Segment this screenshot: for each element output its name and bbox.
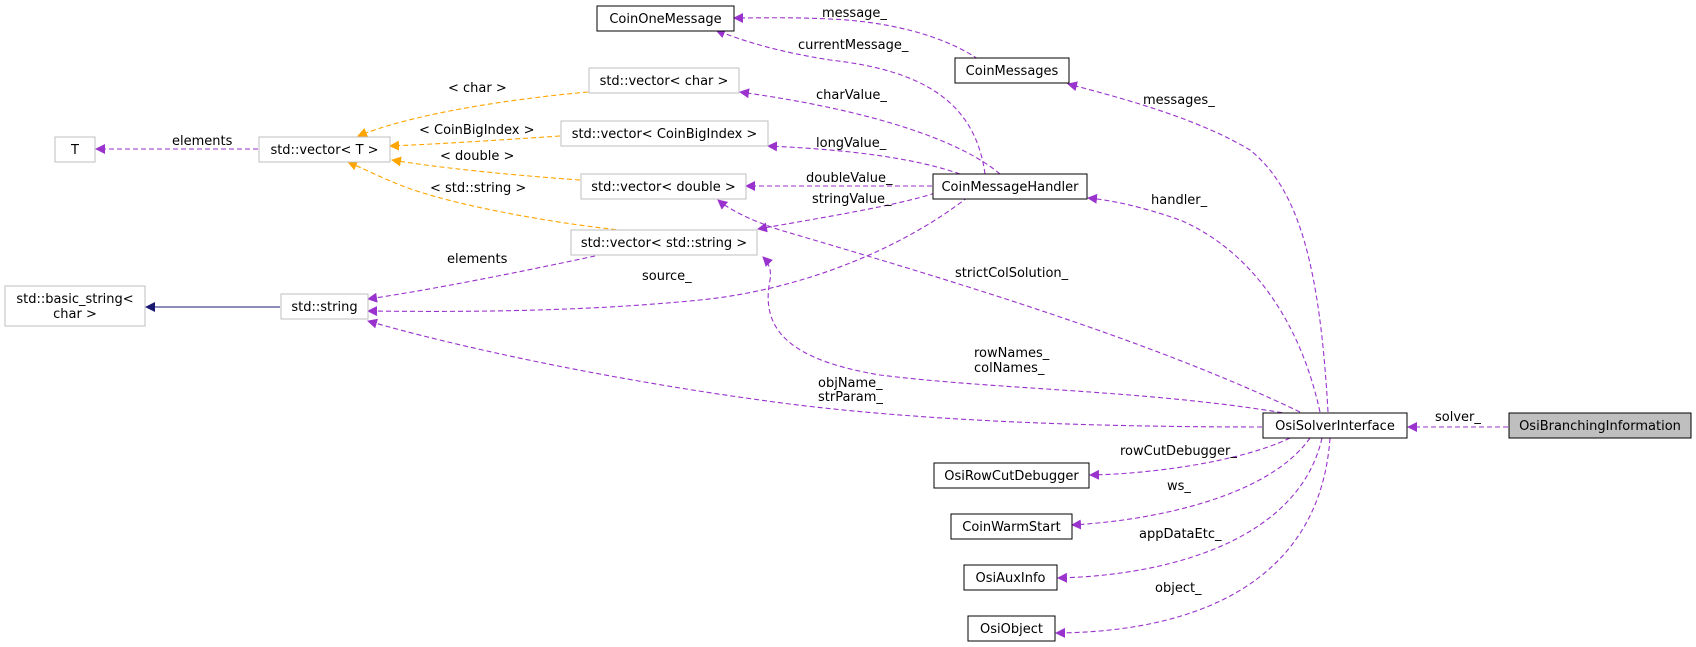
node-label-string: std::string bbox=[291, 300, 357, 315]
label-solver: solver_ bbox=[1435, 410, 1481, 425]
label-elements-T: elements bbox=[172, 134, 233, 149]
node-coinwarmstart[interactable]: CoinWarmStart bbox=[950, 513, 1073, 540]
node-osirowcutdebugger[interactable]: OsiRowCutDebugger bbox=[933, 462, 1090, 489]
node-label-vector-bigindex: std::vector< CoinBigIndex > bbox=[572, 127, 758, 142]
edge-elements-string bbox=[367, 255, 596, 303]
node-string[interactable]: std::string bbox=[280, 293, 369, 320]
label-doublevalue: doubleValue_ bbox=[806, 171, 893, 186]
label-currentmessage: currentMessage_ bbox=[798, 38, 909, 53]
label-objname-2: strParam_ bbox=[818, 390, 883, 405]
edge-labels: message_ currentMessage_ messages_ charV… bbox=[172, 6, 1481, 596]
node-coinonemessage[interactable]: CoinOneMessage bbox=[596, 5, 735, 32]
label-object: object_ bbox=[1155, 581, 1202, 596]
edge-ws bbox=[1071, 437, 1311, 530]
label-tmpl-bigindex: < CoinBigIndex > bbox=[419, 123, 535, 138]
node-label-vector-T: std::vector< T > bbox=[270, 143, 378, 158]
edge-strictcolsolution bbox=[717, 199, 1301, 413]
node-label-vector-string: std::vector< std::string > bbox=[581, 236, 747, 251]
node-label-osiauxinfo: OsiAuxInfo bbox=[975, 571, 1045, 586]
edge-messages bbox=[1067, 81, 1329, 413]
label-message: message_ bbox=[822, 6, 887, 21]
node-coinmessagehandler[interactable]: CoinMessageHandler bbox=[932, 173, 1088, 200]
node-basic-string[interactable]: std::basic_string< char > bbox=[4, 285, 146, 327]
node-osisolverinterface[interactable]: OsiSolverInterface bbox=[1262, 412, 1408, 439]
label-tmpl-double: < double > bbox=[440, 149, 514, 164]
edge-longvalue bbox=[767, 141, 961, 175]
node-label-basic-string-2: char > bbox=[53, 307, 97, 322]
edge-source bbox=[367, 196, 969, 317]
node-label-basic-string-1: std::basic_string< bbox=[16, 292, 133, 307]
node-label-coinonemessage: CoinOneMessage bbox=[609, 12, 721, 27]
edge-message bbox=[733, 12, 979, 60]
node-label-osiobject: OsiObject bbox=[980, 622, 1043, 637]
edge-tmpl-bigindex bbox=[389, 135, 561, 151]
nodes: CoinOneMessage CoinMessages std::vector<… bbox=[4, 5, 1692, 642]
edge-tmpl-char bbox=[357, 91, 589, 138]
node-vector-string[interactable]: std::vector< std::string > bbox=[570, 229, 758, 256]
label-rownames-1: rowNames_ bbox=[974, 346, 1050, 361]
node-label-vector-double: std::vector< double > bbox=[591, 180, 735, 195]
node-vector-bigindex[interactable]: std::vector< CoinBigIndex > bbox=[560, 120, 769, 147]
label-handler: handler_ bbox=[1151, 193, 1208, 208]
label-rowcutdebugger: rowCutDebugger_ bbox=[1120, 444, 1237, 459]
node-label-osibranchinginformation: OsiBranchingInformation bbox=[1519, 419, 1681, 434]
node-vector-char[interactable]: std::vector< char > bbox=[588, 67, 740, 94]
edge-rowcutdebugger bbox=[1089, 437, 1291, 480]
node-vector-T[interactable]: std::vector< T > bbox=[258, 136, 391, 163]
label-appdataetc: appDataEtc_ bbox=[1139, 527, 1222, 542]
edge-objname bbox=[367, 318, 1263, 428]
label-tmpl-char: < char > bbox=[448, 81, 507, 96]
node-label-osirowcutdebugger: OsiRowCutDebugger bbox=[944, 469, 1079, 484]
edge-object bbox=[1055, 437, 1331, 638]
label-ws: ws_ bbox=[1167, 479, 1191, 494]
edge-appdataetc bbox=[1057, 437, 1323, 583]
edge-handler bbox=[1087, 193, 1321, 413]
node-coinmessages[interactable]: CoinMessages bbox=[954, 57, 1070, 84]
edge-tmpl-string bbox=[347, 160, 641, 233]
edge-stringvalue bbox=[757, 192, 936, 233]
edges bbox=[95, 12, 1508, 638]
edge-currentmessage bbox=[715, 28, 986, 175]
node-label-coinwarmstart: CoinWarmStart bbox=[962, 520, 1060, 535]
node-label-coinmessagehandler: CoinMessageHandler bbox=[941, 180, 1079, 195]
edge-rownames bbox=[762, 256, 1291, 415]
edge-tmpl-double bbox=[391, 156, 581, 181]
edge-charvalue bbox=[739, 88, 1001, 175]
label-stringvalue: stringValue_ bbox=[812, 192, 892, 207]
node-T[interactable]: T bbox=[54, 136, 96, 163]
node-osiauxinfo[interactable]: OsiAuxInfo bbox=[963, 564, 1058, 591]
label-tmpl-string: < std::string > bbox=[430, 181, 526, 196]
label-longvalue: longValue_ bbox=[816, 136, 887, 151]
node-label-coinmessages: CoinMessages bbox=[966, 64, 1059, 79]
node-osiobject[interactable]: OsiObject bbox=[967, 615, 1056, 642]
label-messages: messages_ bbox=[1143, 93, 1215, 108]
label-strictcolsolution: strictColSolution_ bbox=[955, 266, 1069, 281]
label-rownames-2: colNames_ bbox=[974, 361, 1045, 376]
node-vector-double[interactable]: std::vector< double > bbox=[580, 173, 747, 200]
label-elements-string: elements bbox=[447, 252, 508, 267]
node-label-T: T bbox=[70, 143, 79, 158]
label-source: source_ bbox=[642, 269, 692, 284]
label-charvalue: charValue_ bbox=[816, 88, 887, 103]
node-osibranchinginformation[interactable]: OsiBranchingInformation bbox=[1508, 412, 1692, 439]
label-objname-1: objName_ bbox=[818, 376, 883, 391]
node-label-vector-char: std::vector< char > bbox=[600, 74, 729, 89]
node-label-osisolverinterface: OsiSolverInterface bbox=[1275, 419, 1395, 434]
